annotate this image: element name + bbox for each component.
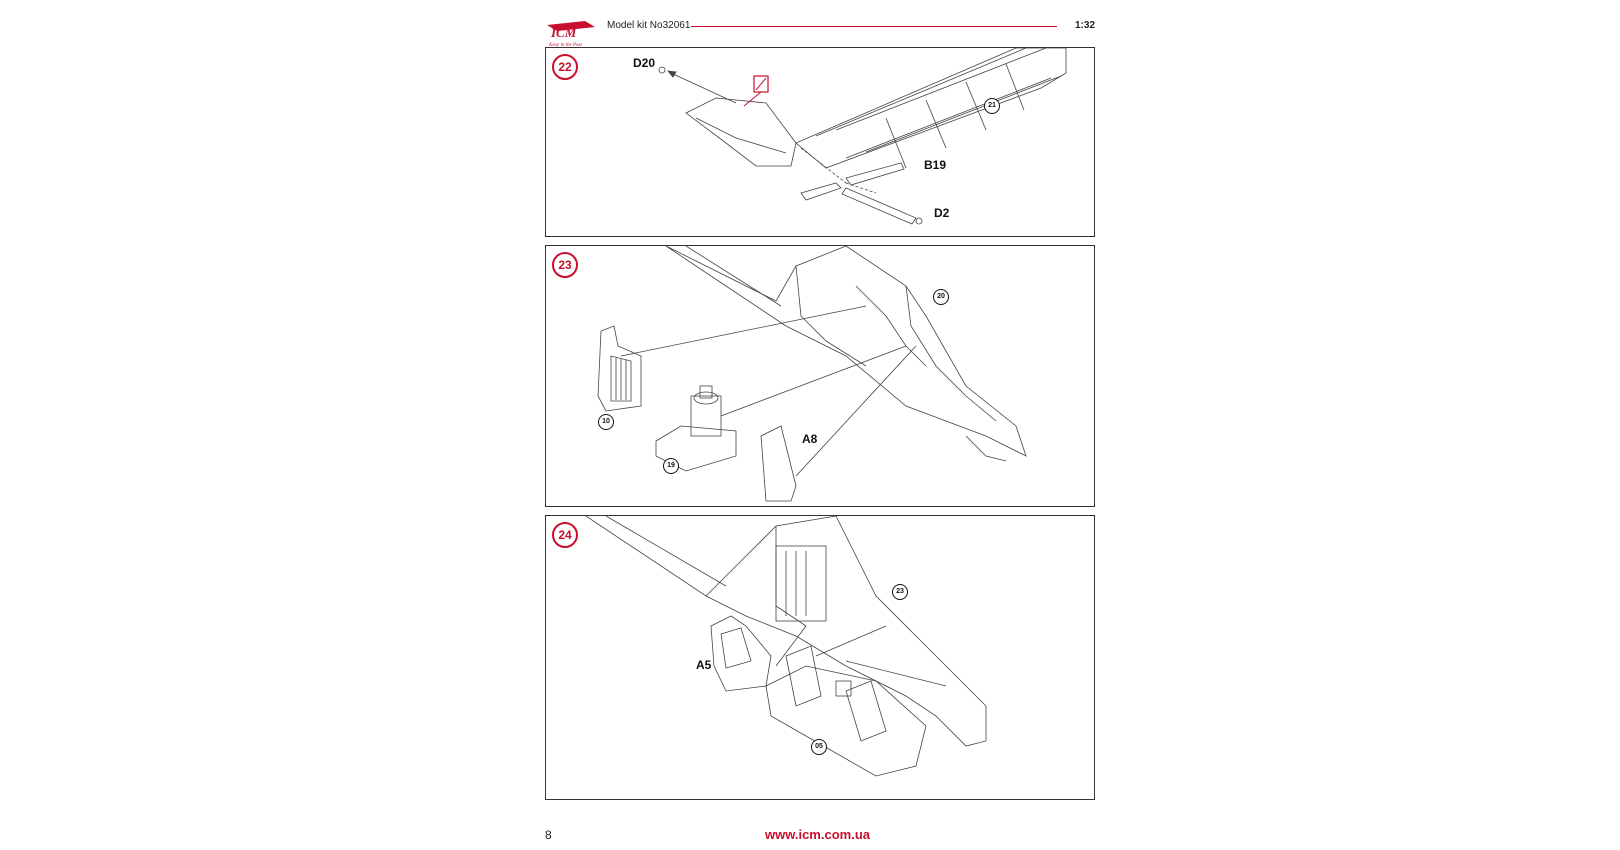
icm-logo: ICM Keep in the Past [547,21,595,48]
kit-number: Model kit No32061 [607,20,691,31]
website-link[interactable]: www.icm.com.ua [765,827,870,842]
svg-text:ICM: ICM [550,25,577,40]
step-22-panel: 22 [545,47,1095,237]
part-label-a8: A8 [802,432,818,446]
part-label-b19: B19 [924,158,947,172]
scale-label: 1:32 [1074,20,1095,31]
page-number: 8 [545,828,552,842]
fuselage-half-drawing [597,246,1027,502]
page-header: ICM Keep in the Past Model kit No32061 1… [545,12,1095,52]
subassembly-ref-20: 20 [933,289,949,305]
subassembly-ref-19: 19 [663,458,679,474]
part-label-d20: D20 [633,56,656,70]
part-label-a5: A5 [696,658,712,672]
instruction-page: ICM Keep in the Past Model kit No32061 1… [545,12,1095,842]
step-24-panel: 24 [545,515,1095,800]
step-number: 22 [552,54,578,80]
subassembly-ref-10: 10 [598,414,614,430]
subassembly-ref-23: 23 [892,584,908,600]
tail-boom-drawing [658,48,1067,225]
svg-text:Keep in the Past: Keep in the Past [548,43,583,48]
cockpit-assembly-drawing [585,516,987,777]
step-23-panel: 23 [545,245,1095,507]
header-rule [691,26,1057,27]
subassembly-ref-21: 21 [984,98,1000,114]
part-label-d2: D2 [934,206,950,220]
subassembly-ref-05: 05 [811,739,827,755]
step-number: 23 [552,252,578,278]
step-number: 24 [552,522,578,548]
